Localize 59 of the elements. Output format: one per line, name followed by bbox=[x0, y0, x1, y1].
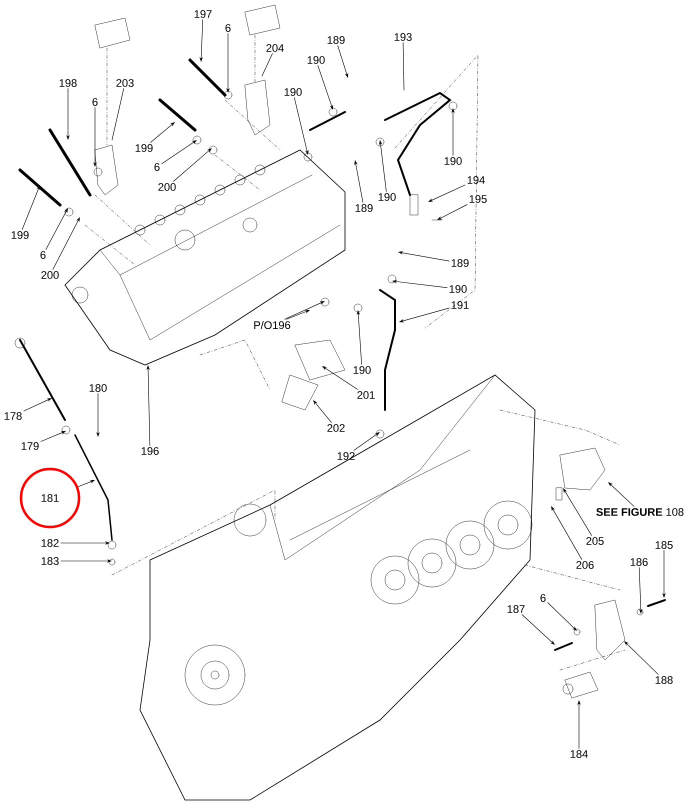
callout-number: 186 bbox=[630, 558, 648, 566]
callout-number: 197 bbox=[194, 10, 212, 18]
callout-number: 6 bbox=[226, 24, 231, 32]
callout-number: 194 bbox=[468, 176, 485, 184]
leader-line bbox=[354, 432, 380, 451]
callout-number: 179 bbox=[22, 442, 39, 450]
callout-number: 189 bbox=[356, 204, 373, 212]
callout-number: 204 bbox=[266, 44, 284, 52]
leader-line bbox=[262, 53, 273, 76]
leader-line bbox=[522, 614, 555, 645]
callout-number: 190 bbox=[284, 88, 302, 96]
callout-number: 189 bbox=[452, 259, 469, 267]
callout-number: 187 bbox=[508, 605, 525, 613]
callout-number: 6 bbox=[92, 98, 98, 106]
callout-number: 189 bbox=[328, 36, 345, 44]
callout-number: 183 bbox=[42, 557, 59, 565]
leader-line bbox=[547, 602, 577, 631]
callout-number: 193 bbox=[394, 33, 412, 41]
leader-line bbox=[313, 400, 332, 423]
callout-number: 184 bbox=[570, 750, 588, 758]
leader-line bbox=[402, 42, 404, 90]
callout-number: 200 bbox=[41, 271, 59, 279]
callout-number: 6 bbox=[540, 594, 546, 602]
callout-number: 199 bbox=[136, 144, 153, 152]
callout-number: 201 bbox=[357, 391, 375, 399]
callout-number: 178 bbox=[4, 412, 22, 420]
callout-number: 200 bbox=[158, 183, 176, 191]
callout-number: 203 bbox=[116, 79, 134, 87]
leader-line bbox=[173, 148, 212, 182]
callout-number: 202 bbox=[327, 424, 345, 432]
leader-line bbox=[150, 122, 175, 143]
callout-number: 198 bbox=[60, 79, 77, 87]
callout-number: 180 bbox=[90, 384, 107, 392]
callout-number: 190 bbox=[444, 157, 462, 165]
callout-number: 199 bbox=[12, 231, 29, 239]
leader-line bbox=[322, 366, 358, 390]
callout-number: 190 bbox=[378, 193, 396, 201]
circled-callout-number: 181 bbox=[20, 468, 80, 528]
leader-line bbox=[112, 88, 124, 140]
leader-line bbox=[161, 140, 197, 164]
callout-number: 195 bbox=[470, 195, 487, 203]
leader-line bbox=[608, 482, 634, 507]
callout-number: P/O196 bbox=[254, 320, 290, 330]
callout-number: 196 bbox=[142, 447, 159, 455]
callout-number: 206 bbox=[576, 561, 594, 569]
callout-number: 185 bbox=[656, 541, 673, 549]
leader-line bbox=[563, 488, 592, 536]
callout-number: 192 bbox=[338, 452, 355, 460]
callout-number: 205 bbox=[586, 537, 604, 545]
callout-number: 190 bbox=[450, 285, 467, 293]
see-figure-note: SEE FIGURE 108 bbox=[596, 508, 684, 516]
callout-number: 182 bbox=[42, 539, 59, 547]
callout-number: 191 bbox=[452, 301, 469, 309]
callout-number: 6 bbox=[40, 251, 46, 259]
leader-line bbox=[624, 641, 659, 675]
callout-number: 188 bbox=[656, 676, 673, 684]
callout-number: 6 bbox=[154, 163, 160, 171]
callout-number: 190 bbox=[354, 366, 371, 374]
callout-number: 190 bbox=[308, 56, 325, 64]
